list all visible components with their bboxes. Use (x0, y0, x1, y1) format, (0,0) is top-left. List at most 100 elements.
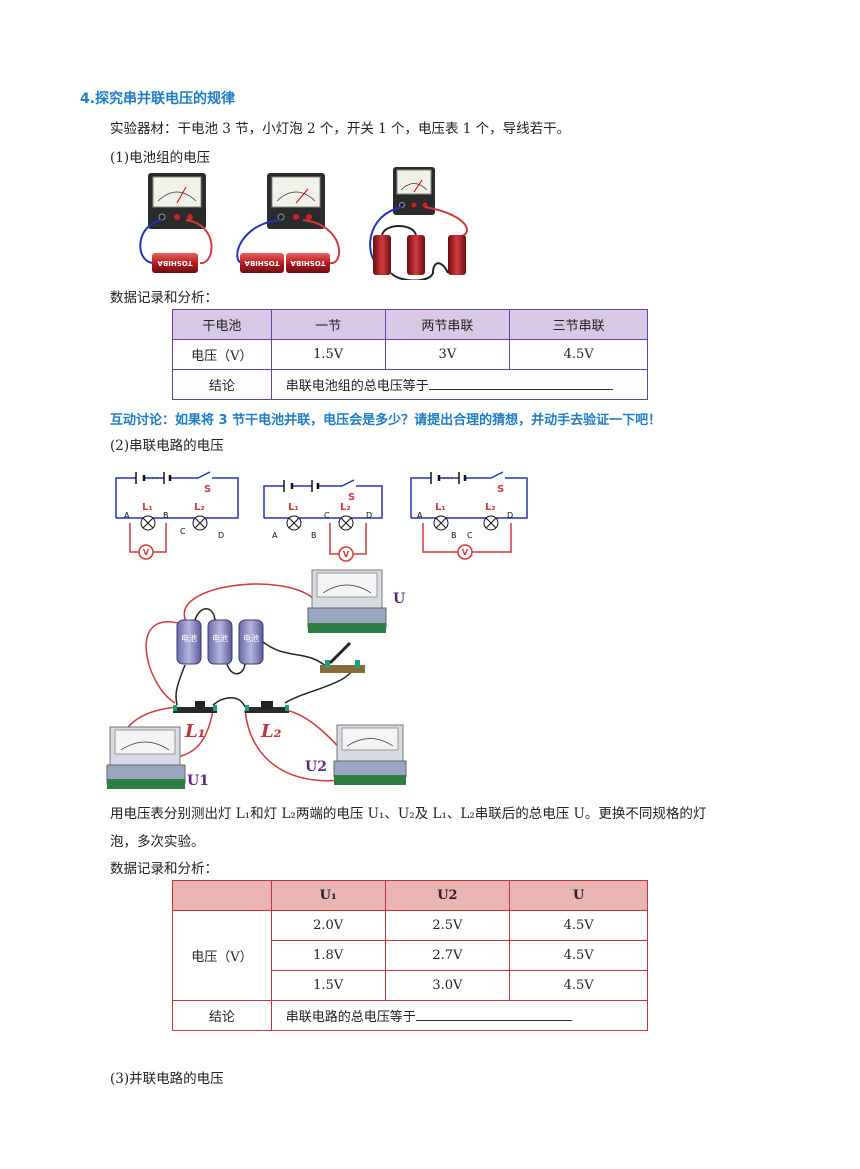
battery-cells: 电池 电池 电池 (176, 608, 264, 675)
data-label-2: 数据记录和分析： (110, 861, 218, 877)
svg-text:C: C (180, 527, 186, 536)
circuit-diagram-1: S L₁ L₂ A B C D V (115, 471, 239, 560)
svg-text:L₂: L₂ (485, 502, 496, 513)
table-cell: 1.5V (270, 339, 386, 370)
table-header-cell: U₁ (270, 880, 386, 911)
battery-1: TOSHIBA (152, 253, 198, 273)
series-circuit-voltage-table: U₁ U2 U 电压（V） 2.0V 2.5V 4.5V 1.8V 2.7V 4… (172, 880, 649, 1031)
answer-blank[interactable] (428, 375, 613, 390)
svg-text:A: A (272, 531, 278, 540)
table-header-cell: U2 (384, 880, 511, 911)
table-cell: 2.0V (270, 910, 386, 941)
svg-text:D: D (218, 531, 224, 540)
svg-text:D: D (366, 511, 372, 520)
table-cell: 1.5V (270, 970, 386, 1001)
table-header-row: 干电池 一节 两节串联 三节串联 (172, 309, 648, 340)
svg-text:V: V (462, 548, 469, 557)
svg-text:L₁: L₁ (435, 502, 446, 513)
svg-text:TOSHIBA: TOSHIBA (157, 259, 193, 267)
svg-text:U2: U2 (305, 759, 327, 775)
knife-switch (320, 641, 365, 673)
conclusion-label: 结论 (172, 369, 272, 400)
svg-text:U1: U1 (187, 773, 209, 789)
conclusion-label: 结论 (172, 1000, 272, 1031)
table-header-cell: 一节 (270, 309, 386, 340)
row-label: 电压（V） (172, 910, 272, 1001)
table-cell: 4.5V (509, 940, 648, 971)
voltmeter-U1: U1 (106, 726, 209, 789)
table-cell: 2.5V (384, 910, 511, 941)
part2-title: (2)串联电路的电压 (110, 438, 224, 454)
conclusion-cell[interactable]: 串联电路的总电压等于 (270, 1000, 649, 1031)
part3-title: (3)并联电路的电压 (110, 1071, 224, 1087)
svg-text:电池: 电池 (243, 633, 259, 643)
battery-3abc (373, 225, 466, 280)
svg-text:L₂: L₂ (260, 721, 282, 742)
battery-2b: TOSHIBA (286, 253, 330, 273)
conclusion-text: 串联电路的总电压等于 (285, 1010, 416, 1025)
svg-text:C: C (324, 511, 330, 520)
svg-text:C: C (467, 531, 473, 540)
voltmeter-1 (148, 173, 206, 229)
table-row: 结论 串联电路的总电压等于 (172, 1000, 649, 1031)
svg-text:V: V (143, 548, 150, 557)
svg-text:L₂: L₂ (340, 502, 351, 513)
table-cell: 1.8V (270, 940, 386, 971)
discussion-text: 互动讨论：如果将 3 节干电池并联，电压会是多少？请提出合理的猜想，并动手去验证… (110, 413, 662, 428)
table-cell: 3V (384, 339, 511, 370)
section-title: 4.探究串并联电压的规律 (80, 91, 236, 107)
table-row: 电压（V） 2.0V 2.5V 4.5V (172, 910, 648, 1001)
svg-text:B: B (451, 531, 457, 540)
table-header-cell: 干电池 (172, 309, 272, 340)
svg-text:V: V (343, 550, 350, 559)
description-line-1: 用电压表分别测出灯 L₁和灯 L₂两端的电压 U₁、U₂及 L₁、L₂串联后的总… (110, 806, 707, 822)
part1-title: (1)电池组的电压 (110, 150, 211, 166)
battery-voltage-table: 干电池 一节 两节串联 三节串联 电压（V） 1.5V 3V 4.5V 结论 串… (172, 309, 649, 400)
circuit-diagram-2: S L₁ L₂ A B C D V (263, 479, 383, 562)
svg-text:S: S (348, 492, 355, 503)
svg-text:TOSHIBA: TOSHIBA (244, 259, 280, 267)
table-header-cell (172, 880, 272, 911)
table-row: 1.8V 2.7V 4.5V (173, 940, 648, 971)
voltmeter-2 (267, 173, 325, 229)
lamp-holders: L₁ L₂ (173, 701, 289, 742)
table-cell: 4.5V (509, 339, 648, 370)
description-line-2: 泡，多次实验。 (110, 834, 205, 850)
svg-text:L₁: L₁ (288, 502, 299, 513)
circuit-diagram-3: S L₁ L₂ A B C D V (410, 471, 528, 560)
svg-text:L₁: L₁ (184, 721, 206, 742)
table-header-cell: 三节串联 (509, 309, 648, 340)
table-header-cell: U (509, 880, 648, 911)
svg-text:S: S (204, 484, 211, 495)
table-header-cell: 两节串联 (384, 309, 511, 340)
table-cell: 4.5V (509, 910, 648, 941)
answer-blank[interactable] (415, 1006, 572, 1021)
svg-text:A: A (124, 511, 130, 520)
table-row: 电压（V） 1.5V 3V 4.5V (172, 339, 648, 370)
row-label: 电压（V） (172, 339, 272, 370)
table-cell: 2.7V (384, 940, 511, 971)
data-label-1: 数据记录和分析： (110, 290, 218, 306)
battery-voltmeter-illustrations: TOSHIBA TOSHIBA TOSHIBA (139, 167, 468, 280)
battery-2a: TOSHIBA (240, 253, 284, 273)
voltmeter-U: U (307, 569, 405, 633)
table-row: 结论 串联电池组的总电压等于 (172, 369, 649, 400)
table-cell: 4.5V (509, 970, 648, 1001)
svg-text:B: B (311, 531, 317, 540)
svg-text:U: U (393, 591, 405, 607)
svg-text:电池: 电池 (181, 633, 197, 643)
svg-text:S: S (497, 484, 504, 495)
voltmeter-3 (393, 167, 435, 215)
conclusion-cell[interactable]: 串联电池组的总电压等于 (270, 369, 649, 400)
svg-text:L₁: L₁ (142, 502, 153, 513)
voltmeter-U2: U2 (305, 724, 407, 785)
svg-text:L₂: L₂ (194, 502, 205, 513)
svg-text:A: A (417, 511, 423, 520)
series-apparatus-illustration: 电池 电池 电池 L₁ L₂ U U1 (106, 569, 407, 789)
table-row: 1.5V 3.0V 4.5V (173, 970, 648, 1001)
table-cell: 3.0V (384, 970, 511, 1001)
series-circuit-diagrams: S L₁ L₂ A B C D V S L₁ L₂ A B (115, 471, 528, 562)
svg-text:TOSHIBA: TOSHIBA (290, 259, 326, 267)
table-header-row: U₁ U2 U (172, 880, 648, 911)
svg-text:B: B (163, 511, 169, 520)
